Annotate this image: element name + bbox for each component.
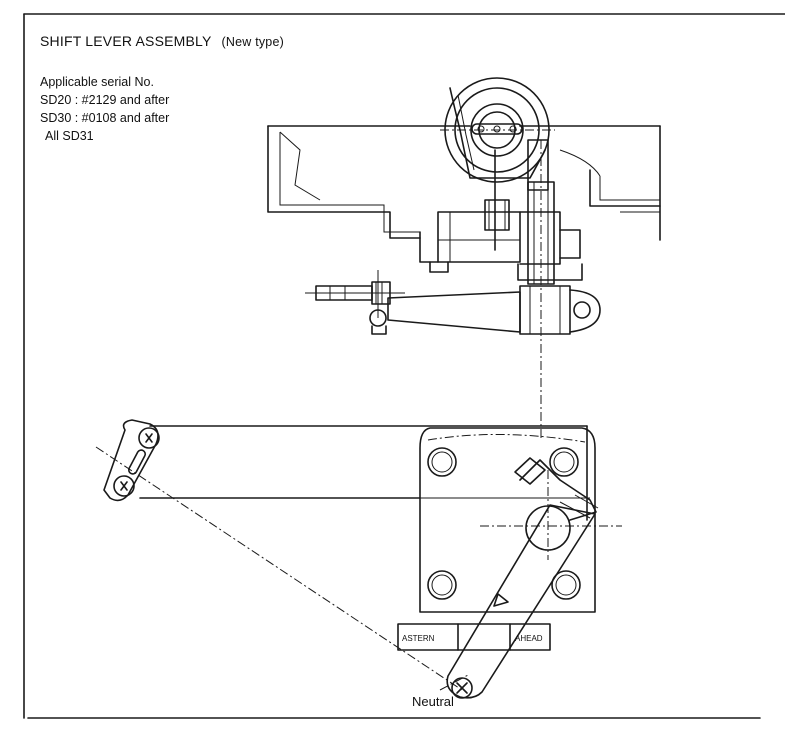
cable-rod-end bbox=[305, 270, 405, 318]
cable-line bbox=[95, 446, 463, 691]
astern-label: ASTERN bbox=[402, 634, 435, 643]
direction-plate bbox=[397, 623, 551, 651]
ahead-label: AHEAD bbox=[515, 634, 543, 643]
lever-arm-top-view bbox=[369, 285, 601, 335]
housing-top-view bbox=[267, 125, 661, 241]
serial-line-sd30: SD30 : #0108 and after bbox=[40, 111, 170, 125]
coupling-flange bbox=[440, 77, 555, 183]
serial-info: Applicable serial No. SD20 : #2129 and a… bbox=[40, 73, 169, 145]
title-sub: (New type) bbox=[221, 35, 284, 49]
page-border bbox=[23, 13, 785, 719]
serial-heading: Applicable serial No. bbox=[40, 75, 154, 89]
serial-line-sd20: SD20 : #2129 and after bbox=[40, 93, 170, 107]
lower-bracket bbox=[419, 211, 583, 281]
serial-line-sd31: All SD31 bbox=[45, 129, 94, 143]
shift-lever bbox=[446, 457, 622, 699]
shift-shaft bbox=[484, 140, 555, 440]
title-main: SHIFT LEVER ASSEMBLY bbox=[40, 33, 212, 49]
neutral-label: Neutral bbox=[412, 694, 454, 709]
diagram-title: SHIFT LEVER ASSEMBLY (New type) bbox=[40, 33, 284, 49]
cable-clamp bbox=[103, 419, 160, 502]
mounting-plate bbox=[139, 425, 596, 613]
